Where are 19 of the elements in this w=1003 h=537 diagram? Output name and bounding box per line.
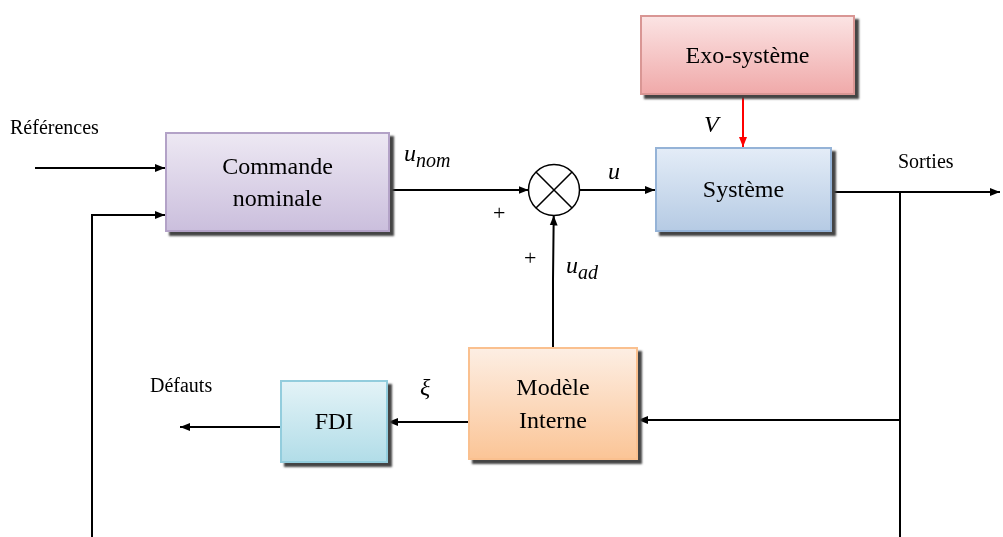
sign-label: + — [493, 202, 506, 224]
sign-label: + — [524, 247, 537, 269]
process-box — [640, 15, 855, 95]
arrow — [739, 94, 747, 148]
box-label: Commande nominale — [221, 151, 334, 213]
box-label: FDI — [314, 407, 354, 437]
process-box — [280, 380, 388, 463]
arrow — [179, 423, 281, 431]
summing-junction — [527, 163, 581, 217]
process-box — [655, 147, 832, 232]
arrow — [91, 211, 166, 537]
box-label: Système — [702, 175, 785, 205]
box-label: Exo-système — [685, 40, 810, 70]
box-label: Modèle Interne — [515, 373, 591, 435]
arrow — [34, 164, 166, 172]
process-box — [468, 347, 638, 460]
arrow — [549, 214, 558, 348]
process-box — [165, 132, 390, 232]
arrow — [387, 418, 469, 426]
